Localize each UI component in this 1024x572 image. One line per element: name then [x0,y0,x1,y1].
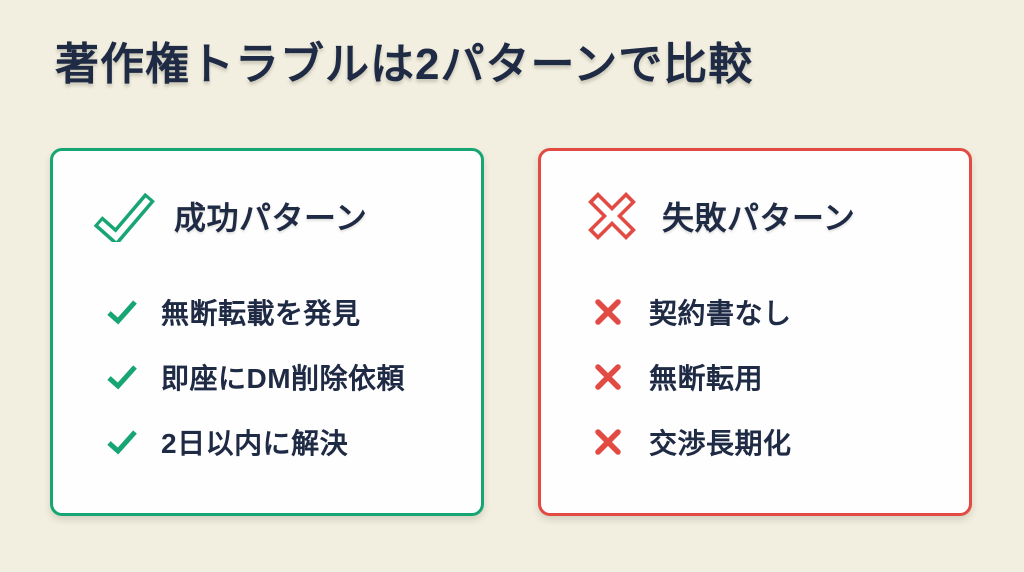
list-item-label: 無断転用 [649,363,764,394]
page-title: 著作権トラブルは2パターンで比較 [55,40,754,89]
list-item-label: 契約書なし [649,298,792,329]
failure-card-header: 失敗パターン [579,187,947,245]
x-icon [593,362,629,392]
list-item-label: 即座にDM削除依頼 [161,363,406,394]
list-item: 無断転載を発見 [105,295,459,329]
list-item-label: 2日以内に解決 [161,428,349,459]
success-card: 成功パターン 無断転載を発見 [50,148,484,516]
failure-item-list: 契約書なし 無断転用 交渉長期化 [579,295,947,459]
failure-card: 失敗パターン 契約書なし [538,148,972,516]
list-item-label: 交渉長期化 [649,428,792,459]
x-icon [579,188,645,244]
check-icon [105,428,141,456]
list-item: 交渉長期化 [593,425,947,459]
list-item-label: 無断転載を発見 [161,298,361,329]
list-item: 即座にDM削除依頼 [105,360,459,394]
check-icon [91,190,157,242]
check-icon [105,363,141,391]
x-icon [593,427,629,457]
check-icon [105,298,141,326]
x-icon [593,297,629,327]
failure-card-title: 失敗パターン [662,200,856,236]
comparison-cards-row: 成功パターン 無断転載を発見 [50,148,972,516]
success-item-list: 無断転載を発見 即座にDM削除依頼 [91,295,459,459]
success-card-header: 成功パターン [91,187,459,245]
list-item: 無断転用 [593,360,947,394]
list-item: 契約書なし [593,295,947,329]
success-card-title: 成功パターン [174,200,368,236]
list-item: 2日以内に解決 [105,425,459,459]
